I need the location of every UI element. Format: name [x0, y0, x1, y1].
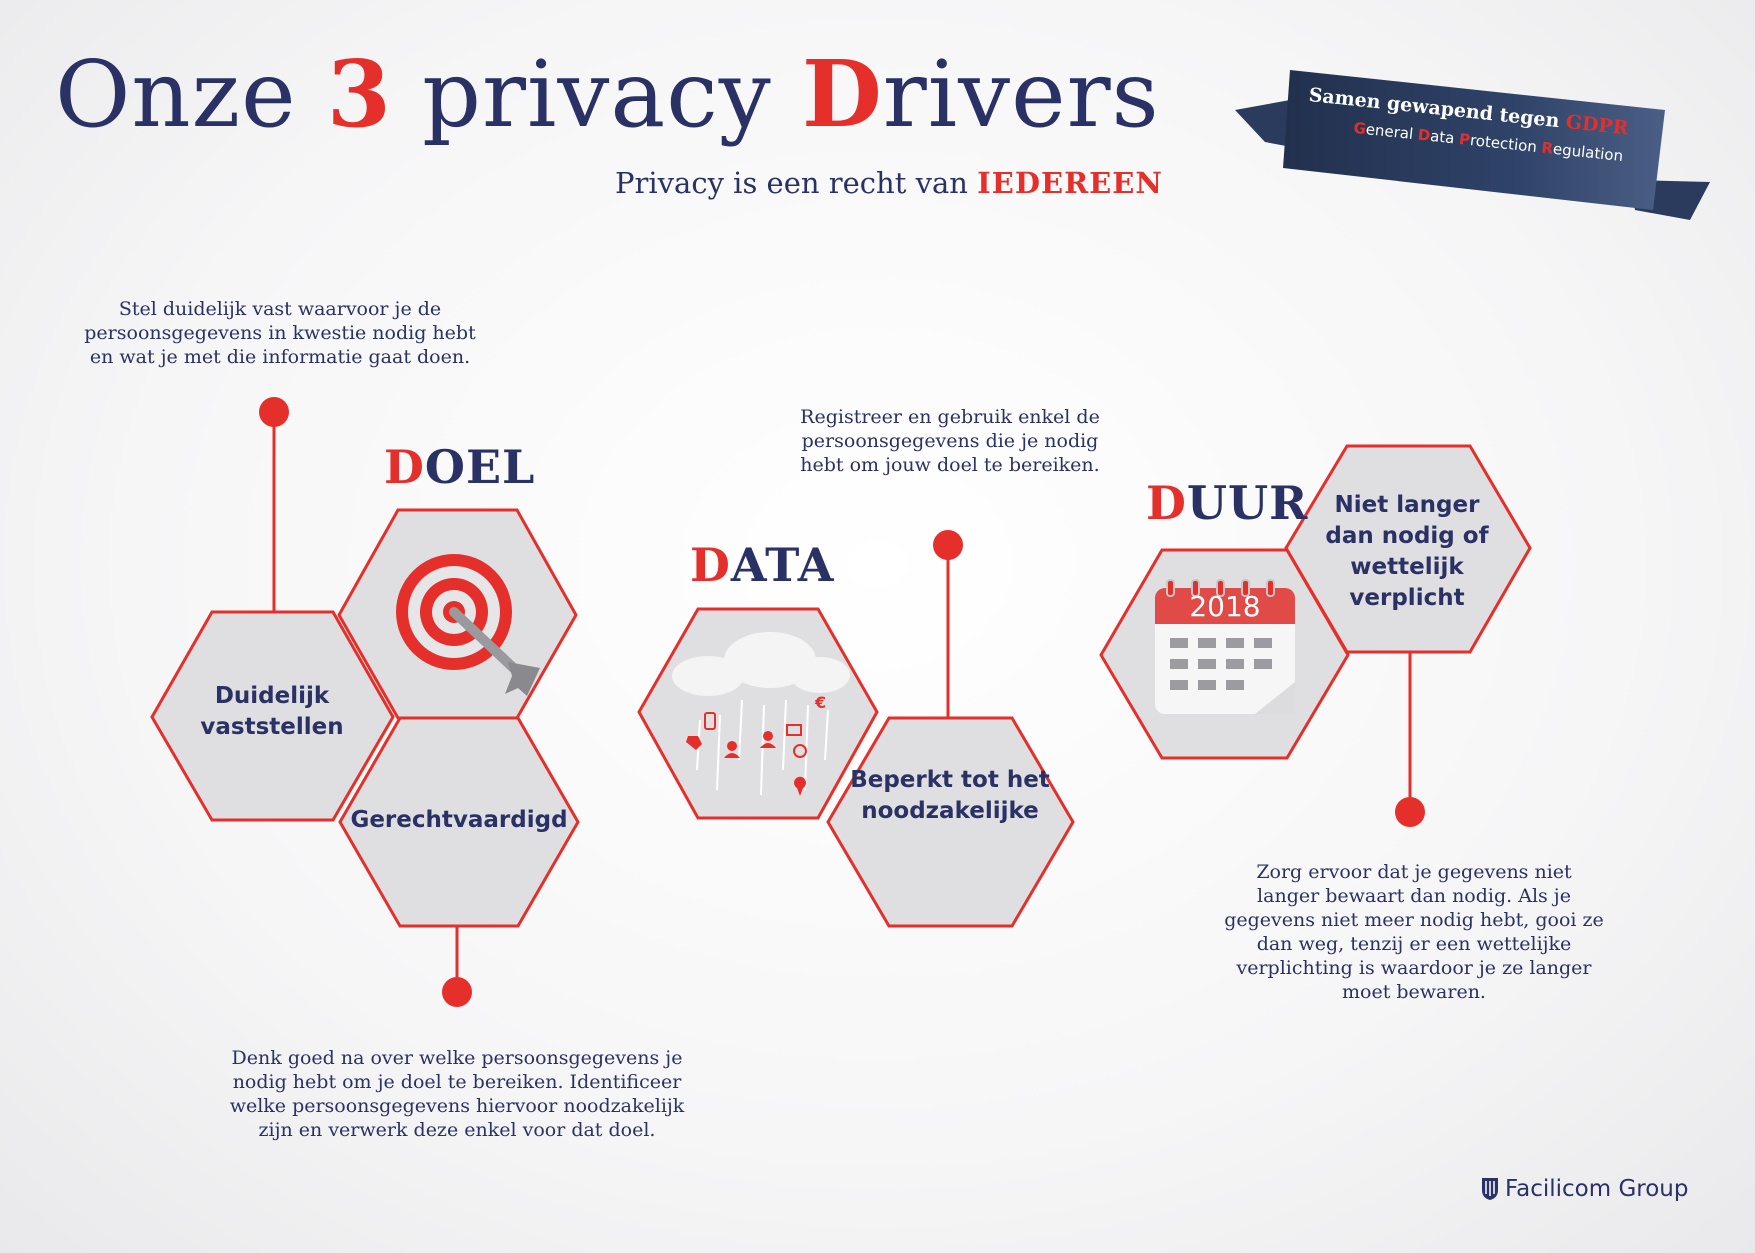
calendar-year: 2018: [1189, 590, 1261, 623]
cloud-data-icon: [672, 632, 850, 796]
doel-bottom-dot: [442, 977, 472, 1007]
euro-icon: €: [815, 693, 827, 712]
hex-duidelijk-label: Duidelijk vaststellen: [200, 683, 344, 740]
hex-gerechtvaardigd-label: Gerechtvaardigd: [350, 807, 568, 833]
hex-niet-langer-label: Niet langer dan nodig of wettelijk verpl…: [1325, 492, 1489, 611]
doel-bottom-text: Denk goed na over welke persoonsgegevens…: [229, 1047, 685, 1141]
page-title: Onze 3 privacy Drivers: [55, 40, 1160, 148]
doel-top-dot: [259, 397, 289, 427]
facilicom-logo-text: Facilicom Group: [1505, 1176, 1689, 1202]
target-icon: [396, 554, 540, 696]
duur-bottom-text: Zorg ervoor dat je gegevens niet langer …: [1224, 861, 1604, 1003]
gdpr-ribbon: [1235, 70, 1710, 220]
data-heading: DATA: [690, 538, 835, 592]
doel-heading: DOEL: [384, 440, 536, 494]
facilicom-logo-icon: [1482, 1178, 1498, 1200]
data-top-dot: [933, 530, 963, 560]
hex-beperkt-label: Beperkt tot het noodzakelijke: [850, 767, 1050, 824]
doel-top-text: Stel duidelijk vast waarvoor je de perso…: [84, 298, 476, 368]
duur-heading: DUUR: [1146, 476, 1309, 530]
hex-beperkt: [826, 716, 1075, 928]
duur-bottom-dot: [1395, 797, 1425, 827]
hex-niet-langer: [1284, 444, 1532, 654]
hex-duidelijk: [150, 610, 395, 822]
data-top-text: Registreer en gebruik enkel de persoonsg…: [800, 406, 1100, 476]
calendar-icon: [1155, 579, 1295, 714]
page-subtitle: Privacy is een recht van IEDEREEN: [615, 166, 1163, 200]
hex-gerechtvaardigd: [338, 716, 580, 928]
